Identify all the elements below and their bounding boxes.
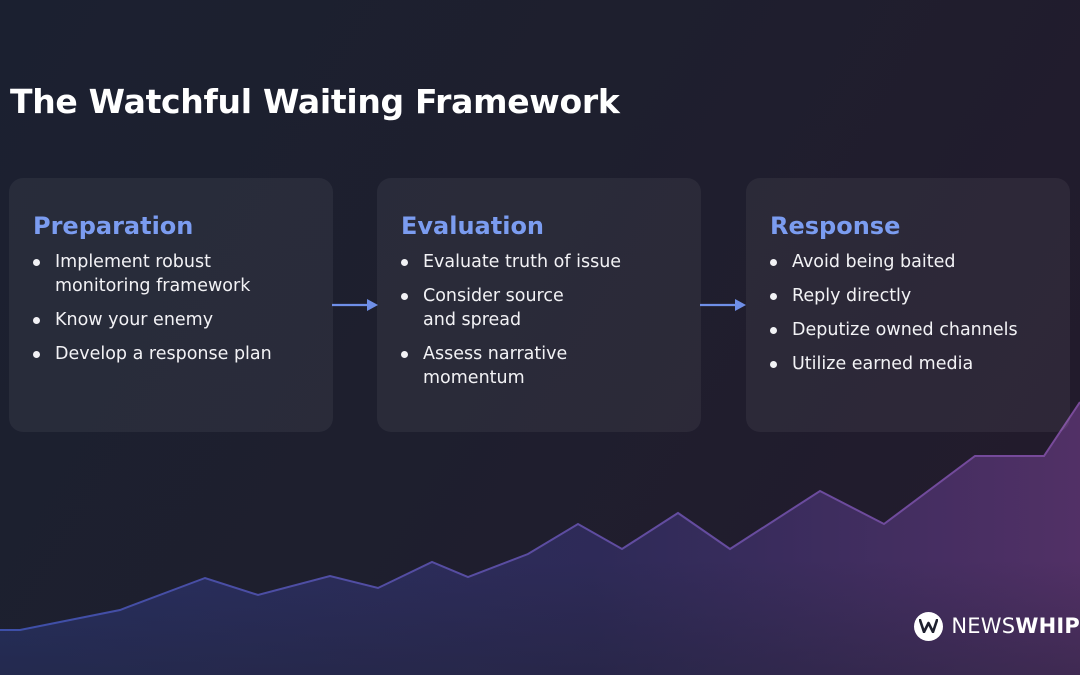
card-heading: Evaluation: [401, 212, 545, 240]
card-response: Response Avoid being baited Reply direct…: [746, 178, 1070, 432]
card-preparation: Preparation Implement robust monitoring …: [9, 178, 333, 432]
trend-line: [0, 401, 1080, 631]
list-item: Implement robust monitoring framework: [33, 250, 311, 298]
list-item: Assess narrative momentum: [401, 342, 601, 390]
bullet-list: Evaluate truth of issue Consider source …: [401, 250, 679, 390]
list-item: Develop a response plan: [33, 342, 311, 366]
card-heading: Response: [770, 212, 901, 240]
page-title: The Watchful Waiting Framework: [10, 82, 620, 121]
w-logo-icon: [914, 611, 944, 641]
list-item: Avoid being baited: [770, 250, 1048, 274]
list-item: Utilize earned media: [770, 352, 1048, 376]
arrow-right-icon: [700, 299, 746, 311]
newswhip-logo: NEWSWHIP: [914, 611, 1080, 641]
card-evaluation: Evaluation Evaluate truth of issue Consi…: [377, 178, 701, 432]
logo-text: NEWSWHIP: [951, 614, 1080, 638]
arrow-right-icon: [332, 299, 378, 311]
list-item: Evaluate truth of issue: [401, 250, 679, 274]
list-item: Know your enemy: [33, 308, 311, 332]
bullet-list: Avoid being baited Reply directly Deputi…: [770, 250, 1048, 376]
list-item: Consider source and spread: [401, 284, 581, 332]
card-heading: Preparation: [33, 212, 194, 240]
list-item: Reply directly: [770, 284, 1048, 308]
bullet-list: Implement robust monitoring framework Kn…: [33, 250, 311, 366]
list-item: Deputize owned channels: [770, 318, 1048, 342]
